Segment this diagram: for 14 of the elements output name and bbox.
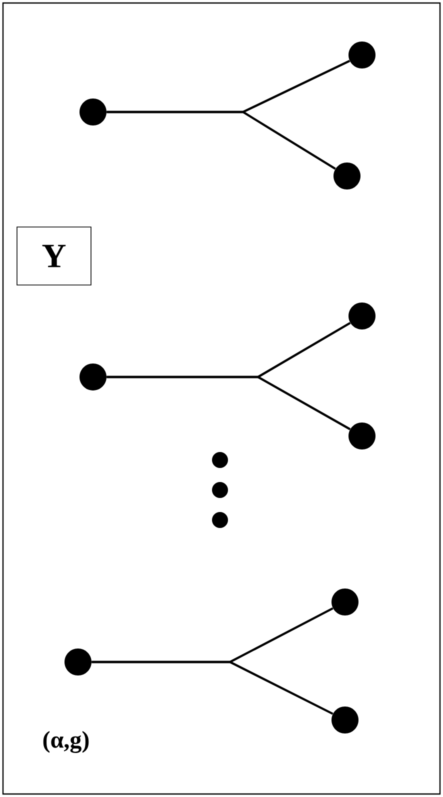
branch-line [92,660,334,715]
graph-label: (α,g) [43,731,89,753]
vertex-dot [80,98,106,126]
vertex-dot [348,422,376,450]
vertex-dot [332,706,358,734]
vertex-dot [334,162,360,190]
vertex-dot [64,648,92,676]
vertex-dot [348,302,376,330]
vertex-dot [332,588,358,616]
branch-line [106,110,336,170]
branch-line [106,376,351,430]
letter-box: Y [16,226,92,286]
vertex-dot [348,42,376,68]
vertex-dot [80,364,106,390]
